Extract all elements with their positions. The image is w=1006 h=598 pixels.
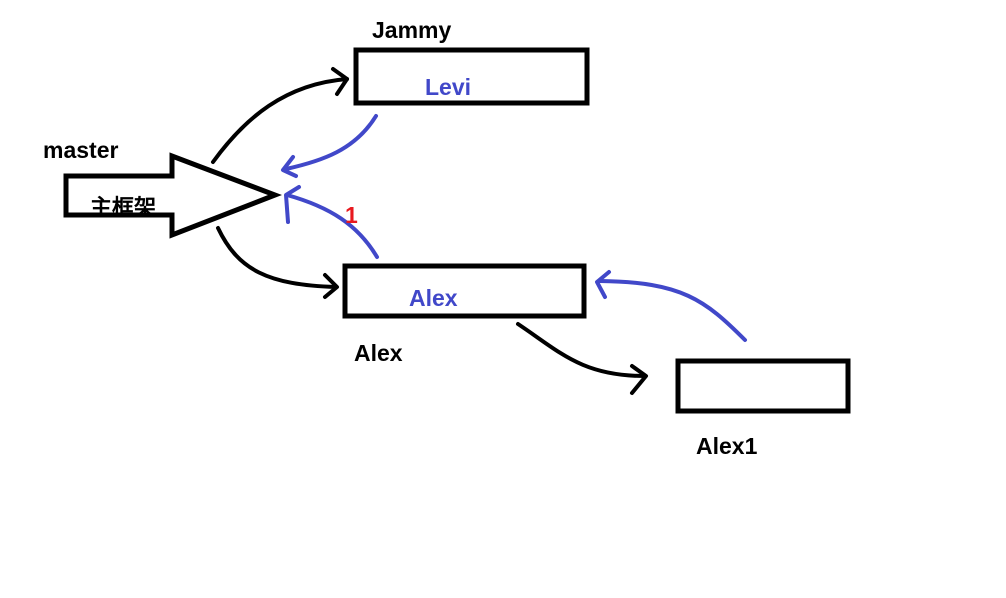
merge-arrow-alex-to-master-head [284, 185, 301, 224]
merge-arrow-jammy-to-master-head [281, 155, 298, 178]
alex-label: Alex [354, 340, 403, 366]
alex-inner-label: Alex [409, 285, 458, 311]
branch-arrow-to-alex1 [516, 322, 647, 378]
merge-arrow-alex1-to-alex [598, 279, 747, 342]
jammy-label: Jammy [372, 17, 452, 43]
branch-arrow-to-alex1-head [630, 364, 648, 395]
branch-arrow-to-jammy [211, 77, 349, 164]
master-label: master [43, 137, 119, 163]
jammy-inner-label: Levi [425, 74, 472, 100]
branch-arrow-to-alex-head [323, 273, 339, 299]
alex1-label: Alex1 [696, 433, 758, 459]
step-number: 1 [345, 202, 358, 228]
master-inner-label: 主框架 [90, 195, 157, 220]
master-arrow [63, 152, 282, 239]
branch-arrow-to-jammy-head [331, 67, 349, 96]
merge-arrow-jammy-to-master [284, 114, 378, 171]
merge-arrow-alex-to-master [285, 193, 379, 259]
branch-arrow-to-alex [216, 226, 338, 289]
jammy-box [353, 47, 590, 106]
alex1-box [675, 358, 851, 414]
merge-arrow-alex1-to-alex-head [595, 270, 611, 299]
alex-box [342, 263, 587, 319]
